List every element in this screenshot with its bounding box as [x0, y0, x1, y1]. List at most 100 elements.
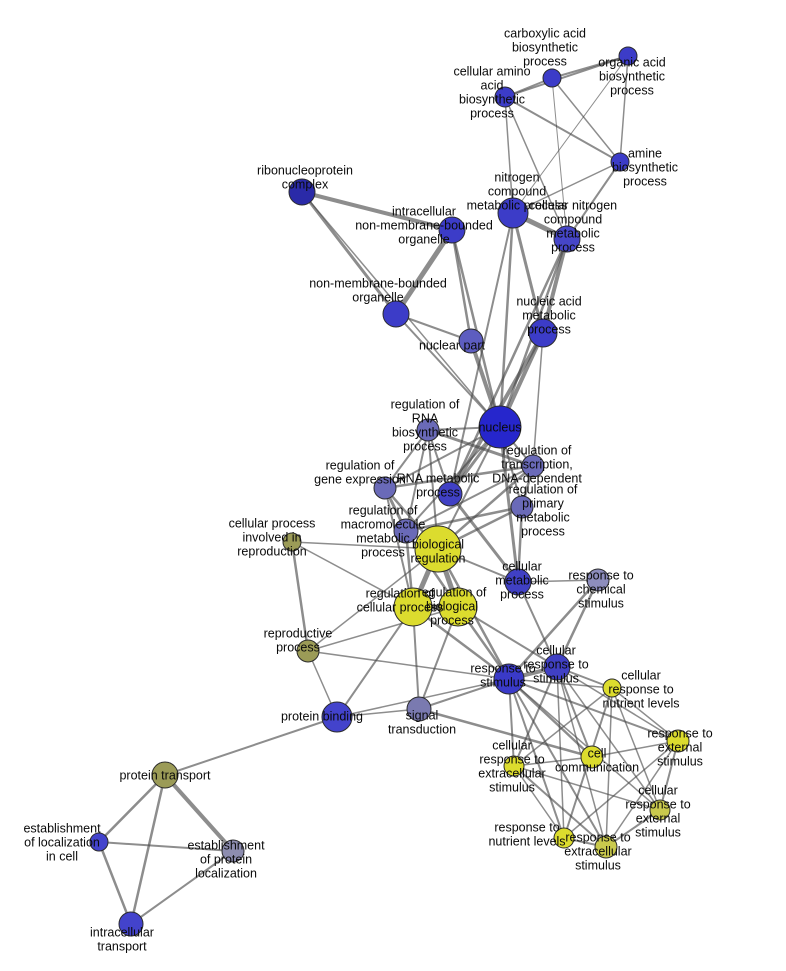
node-crts[interactable]: cellular response to stimulus [543, 653, 571, 681]
edge-rts-crext[interactable] [508, 678, 661, 811]
node-rnl[interactable]: response to nutrient levels [553, 827, 575, 849]
edge-ncmp-namp[interactable] [511, 211, 545, 335]
edge-rtdd-rge[interactable] [383, 464, 535, 490]
node-rnp[interactable]: ribonucleoprotein complex [288, 178, 316, 206]
edge-aaba-ncmp[interactable] [504, 96, 514, 214]
edge-ptrans-epl[interactable] [163, 773, 235, 853]
edge-nmo-nucleus[interactable] [395, 313, 501, 428]
edge-cres-crext[interactable] [513, 765, 661, 811]
node-rge[interactable]: regulation of gene expression [373, 476, 397, 500]
edge-amba-ncmp[interactable] [512, 161, 621, 214]
edge-inmo-nucleus[interactable] [450, 228, 502, 429]
edge-rext-rexs[interactable] [605, 740, 679, 848]
node-nmo[interactable]: non-membrane-bounded organelle [382, 300, 410, 328]
node-rext[interactable]: response to external stimulus [666, 729, 690, 753]
edge-crnl-rexs[interactable] [605, 687, 613, 848]
edge-nucleus-rge[interactable] [384, 426, 501, 489]
node-rcp[interactable]: regulation of cellular process [393, 587, 433, 627]
node-aaba[interactable]: cellular amino acid biosynthetic process [494, 86, 516, 108]
edge-rrbp-rtdd[interactable] [426, 428, 535, 468]
node-ptrans[interactable]: protein transport [151, 761, 179, 789]
edge-rchs-crts[interactable] [555, 578, 600, 669]
edge-crts-rnl[interactable] [556, 666, 565, 839]
node-rchs[interactable]: response to chemical stimulus [586, 568, 610, 592]
node-npart[interactable]: nuclear part [458, 328, 484, 354]
edge-repro-rts[interactable] [307, 650, 510, 680]
edge-crts-cres[interactable] [513, 666, 558, 767]
node-rpmp[interactable]: regulation of primary metabolic process [510, 495, 534, 519]
edge-rext-rnl[interactable] [563, 740, 679, 839]
edge-rext-crext[interactable] [659, 740, 679, 811]
edge-cpir-repro[interactable] [290, 540, 310, 653]
node-rnamp[interactable]: RNA metabolic process [437, 481, 463, 507]
edge-crts-ccomm[interactable] [556, 666, 593, 758]
edge-rtdd-rmmp[interactable] [405, 465, 534, 532]
node-epl[interactable]: establishment of protein localization [221, 839, 245, 863]
node-rts[interactable]: response to stimulus [493, 663, 525, 695]
edge-caba-amba[interactable] [551, 77, 621, 163]
edge-ccomm-sigt[interactable] [417, 707, 594, 759]
edge-rext-ccomm[interactable] [591, 740, 679, 758]
node-rexs[interactable]: response to extracellular stimulus [594, 835, 618, 859]
edge-aaba-amba[interactable] [504, 96, 621, 163]
edge-rcp-pbind[interactable] [336, 606, 414, 718]
edge-cmp-crts[interactable] [517, 581, 558, 668]
node-cres[interactable]: cellular response to extracellular stimu… [503, 755, 525, 777]
node-caba[interactable]: carboxylic acid biosynthetic process [542, 68, 562, 88]
node-amba[interactable]: amine biosynthetic process [610, 152, 630, 172]
node-cncmp[interactable]: cellular nitrogen compound metabolic pro… [553, 225, 581, 253]
node-rtdd[interactable]: regulation of transcription, DNA-depende… [521, 454, 545, 478]
edge-rnp-inmo[interactable] [300, 190, 454, 232]
node-itrans[interactable]: intracellular transport [118, 911, 144, 937]
node-rbp[interactable]: regulation of biological process [438, 587, 478, 627]
edge-rnp-nmo[interactable] [300, 190, 398, 316]
edge-rts-rexs[interactable] [508, 678, 607, 848]
edge-pbind-ptrans[interactable] [164, 716, 338, 776]
node-crnl[interactable]: cellular response to nutrient levels [602, 678, 622, 698]
edge-rts-rext[interactable] [508, 678, 679, 742]
edge-rchs-rts[interactable] [507, 578, 600, 681]
edge-ncmp-nucleus[interactable] [498, 211, 515, 429]
node-bioreg[interactable]: biological regulation [414, 525, 462, 573]
node-rrbp[interactable]: regulation of RNA biosynthetic process [416, 418, 440, 442]
edge-elc-itrans[interactable] [97, 840, 133, 926]
edge-elc-epl[interactable] [98, 841, 234, 852]
node-rmmp[interactable]: regulation of macromolecule metabolic pr… [393, 518, 419, 544]
edge-cncmp-namp[interactable] [541, 237, 569, 335]
edge-namp-rtdd[interactable] [532, 332, 544, 467]
edge-repro-rbp[interactable] [307, 606, 459, 652]
edge-rrbp-rmmp[interactable] [405, 429, 429, 532]
edge-inmo-npart[interactable] [450, 228, 473, 343]
edge-cpir-rcp[interactable] [291, 541, 414, 608]
node-inmo[interactable]: intracellular non-membrane-bounded organ… [438, 216, 466, 244]
edge-ptrans-elc[interactable] [97, 773, 167, 844]
edge-nucleus-cmp[interactable] [498, 425, 520, 584]
node-cmp[interactable]: cellular metabolic process [504, 568, 532, 596]
node-ncmp[interactable]: nitrogen compound metabolic process [497, 197, 529, 229]
edge-repro-bioreg[interactable] [307, 548, 439, 652]
edge-ccomm-cres[interactable] [513, 756, 593, 767]
edge-rpmp-rmmp[interactable] [404, 505, 524, 533]
edge-cres-rexs[interactable] [513, 765, 607, 848]
edge-oaba-aaba[interactable] [504, 55, 629, 98]
edge-rts-crnl[interactable] [508, 678, 613, 689]
node-nucleus[interactable]: nucleus [478, 405, 522, 449]
edge-rts-sigt[interactable] [418, 678, 510, 710]
edge-rnamp-cmp[interactable] [448, 492, 520, 584]
edge-rrbp-rge[interactable] [384, 429, 429, 489]
edge-ptrans-itrans[interactable] [129, 773, 167, 926]
node-elc[interactable]: establishment of localization in cell [89, 832, 109, 852]
edge-rcp-rts[interactable] [411, 605, 511, 681]
edge-epl-itrans[interactable] [130, 850, 234, 925]
edge-cres-rnl[interactable] [513, 765, 565, 839]
edge-cpir-bioreg[interactable] [291, 541, 439, 550]
node-ccomm[interactable]: cell communication [580, 745, 604, 769]
edge-caba-cncmp[interactable] [551, 77, 568, 240]
edge-amba-cncmp[interactable] [566, 161, 621, 240]
edge-aaba-cncmp[interactable] [504, 96, 568, 240]
node-crext[interactable]: cellular response to external stimulus [649, 799, 671, 821]
node-sigt[interactable]: signal transduction [406, 696, 432, 722]
edge-oaba-ncmp[interactable] [512, 55, 629, 214]
node-repro[interactable]: reproductive process [296, 639, 320, 663]
edge-oaba-amba[interactable] [619, 55, 629, 163]
